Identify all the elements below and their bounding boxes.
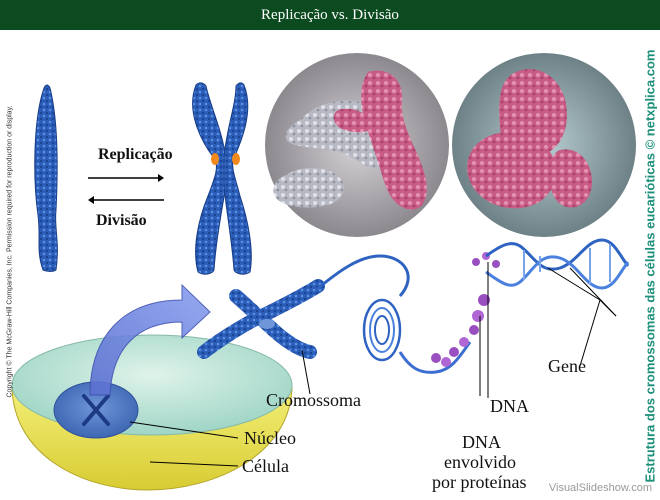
dna-wrapped-label-line2: envolvido	[444, 452, 516, 472]
replication-label: Replicação	[98, 146, 173, 163]
single-chromatid-chromosome	[34, 84, 58, 272]
dna-double-helix	[485, 238, 630, 290]
cell-label: Célula	[242, 456, 289, 476]
process-arrows	[88, 174, 164, 204]
sem-micrograph-2	[452, 53, 636, 237]
slide-title: Replicação vs. Divisão	[261, 6, 399, 23]
dna-wrapped-label-line3: por proteínas	[432, 472, 527, 492]
division-label: Divisão	[96, 212, 147, 229]
chromatin-coil	[315, 254, 472, 374]
watermark: VisualSlideshow.com	[548, 482, 652, 494]
replicated-chromosome	[192, 82, 252, 275]
gene-label: Gene	[548, 356, 586, 376]
title-bar: Replicação vs. Divisão	[0, 0, 660, 30]
zoomed-chromosome	[197, 279, 325, 359]
chromosome-label: Cromossoma	[266, 390, 362, 410]
sem-micrograph-1	[265, 53, 449, 237]
cell-illustration	[11, 334, 293, 491]
zoom-arrow	[89, 283, 211, 396]
leader-lines	[129, 262, 617, 467]
nucleosomes	[431, 252, 500, 367]
copyright-note: Copyright © The McGraw-Hill Companies, I…	[6, 105, 14, 398]
side-caption: Estrutura dos cromossomas das células eu…	[642, 49, 658, 483]
dna-wrapped-label-line1: DNA	[462, 432, 501, 452]
nucleus-label: Núcleo	[244, 428, 296, 448]
dna-label: DNA	[490, 396, 529, 416]
